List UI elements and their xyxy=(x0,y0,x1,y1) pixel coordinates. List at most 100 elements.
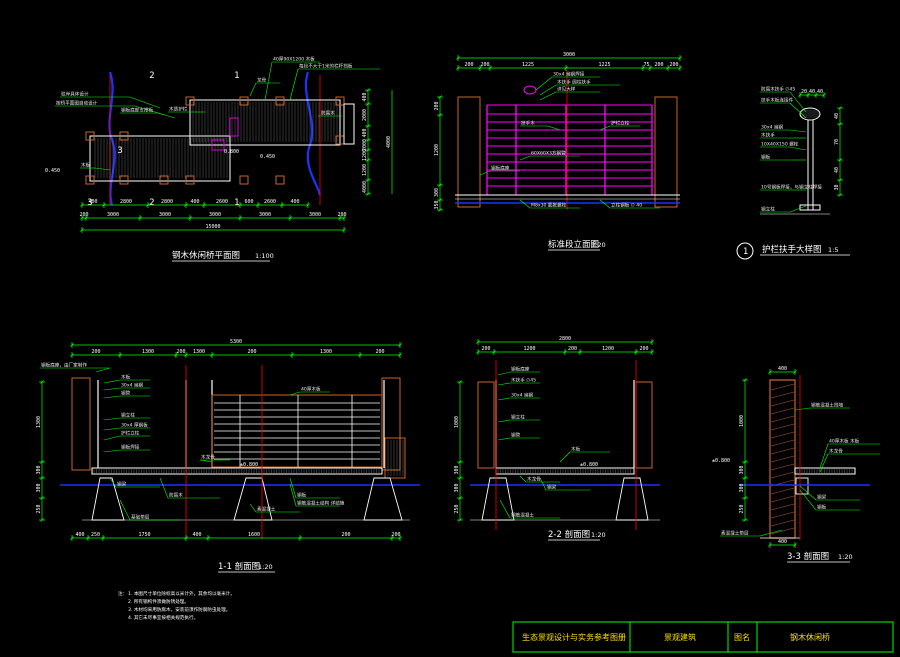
plan-level: 0.450 xyxy=(45,168,60,174)
detail-callout: 防腐木扶手 ∅45 xyxy=(761,86,795,93)
elev-top-dim-label: 200 xyxy=(654,62,663,68)
titleblock-category: 景观建筑 xyxy=(664,632,696,642)
s11-bottom-dim-label: 1600 xyxy=(248,532,260,538)
elevation-title: 标准段立面图 xyxy=(548,239,599,250)
elev-top-slash xyxy=(666,66,670,70)
s33-left-slash xyxy=(743,460,747,464)
s22-left-dim-label: 250 xyxy=(454,504,460,513)
s11-callout: 护栏立柱 xyxy=(121,430,140,437)
plan-pier xyxy=(275,96,285,106)
plan-mid-dim-label: 200 xyxy=(79,212,88,218)
s11-callout: 木板 xyxy=(121,374,131,381)
detail-callout-leader xyxy=(789,146,807,151)
s33-deck xyxy=(794,467,856,475)
section33-title: 3-3 剖面图 xyxy=(787,551,829,562)
s11-callout: 30x4 厚钢板 xyxy=(121,422,148,429)
plan-top-slash xyxy=(80,203,84,207)
s22-callout: 木板 xyxy=(571,446,581,453)
s33-wall-hatch xyxy=(770,423,795,431)
elev-top-dim-label: 200 xyxy=(669,62,678,68)
detail-marker-circle xyxy=(736,242,754,260)
section22-title: 2-2 剖面图 xyxy=(548,529,590,540)
plan-section-marker: 3 xyxy=(117,146,122,156)
s11-callout: 钢板 xyxy=(297,492,307,499)
s11-left-slash xyxy=(40,380,44,384)
s33-left-slash xyxy=(743,518,747,522)
detail-callout: 木扶手 xyxy=(761,132,775,139)
plan-mid-dim-label: 3000 xyxy=(209,212,221,218)
s33-wall-hatch xyxy=(770,415,795,423)
elev-top-dim-label: 200 xyxy=(464,62,473,68)
s33-callout-leader xyxy=(819,453,829,473)
s22-total-slash xyxy=(476,340,480,344)
s11-callout: 钢立柱 xyxy=(121,412,135,419)
s22-top-dim-label: 200 xyxy=(639,346,648,352)
s11-callout-leader xyxy=(249,503,257,513)
detail-right-slash xyxy=(838,158,842,162)
plan-top-slash xyxy=(238,203,242,207)
s11-callout-leader xyxy=(289,391,301,396)
elev-callout: M8x30 膨胀螺栓 xyxy=(531,202,567,209)
elev-total-slash xyxy=(678,56,682,60)
plan-level: 0.450 xyxy=(260,154,275,160)
detail-right-slash xyxy=(838,106,842,110)
s11-top-slash xyxy=(210,353,214,357)
detail-top-dim-label: 40 xyxy=(817,89,823,95)
plan-mid-dim-label: 3000 xyxy=(309,212,321,218)
plan-top-slash xyxy=(202,203,206,207)
plan-callout: 防腐木 xyxy=(321,110,335,117)
s22-callout-leader xyxy=(559,451,571,463)
s11-callout-leader xyxy=(103,427,121,431)
s22-left-dim-label: 1000 xyxy=(454,416,460,428)
s22-callout: 30x4 扁钢 xyxy=(511,392,534,399)
s11-bottom-dim-label: 200 xyxy=(391,532,400,538)
s11-callout-leader xyxy=(103,449,121,453)
elev-detail-bubble xyxy=(523,85,537,95)
plan-callout: 木板 xyxy=(81,162,91,169)
s11-top-slash xyxy=(398,353,402,357)
s11-callout-leader xyxy=(103,417,121,421)
s22-left-slash xyxy=(458,518,462,522)
elev-left-dim-label: 300 xyxy=(434,188,440,197)
detail-callout: 10号钢板焊接，与钢立柱焊接 xyxy=(761,184,822,191)
plan-mid-dim-label: 3000 xyxy=(107,212,119,218)
elev-total-dim-label: 3000 xyxy=(563,52,575,58)
plan-callout-leader xyxy=(289,68,299,101)
s11-deck xyxy=(91,467,383,475)
line-work xyxy=(39,55,880,573)
plan-right-slash xyxy=(366,192,370,196)
plan-mid-dim-label: 3000 xyxy=(159,212,171,218)
s11-right-box xyxy=(384,437,406,479)
s11-callout-leader xyxy=(109,477,117,488)
s22-top-slash xyxy=(492,350,496,354)
plan-callout-leader xyxy=(249,82,257,97)
plan-step-1 xyxy=(229,117,239,137)
detail-right-slash xyxy=(838,178,842,182)
s11-callout-leader xyxy=(103,435,121,441)
plan-callout-leader xyxy=(264,61,273,101)
s33-wall-hatch xyxy=(770,439,795,447)
s33-wall-hatch xyxy=(770,511,795,519)
detail-top-slash xyxy=(822,93,826,97)
detail-callout: 30x4 扁钢 xyxy=(761,124,784,131)
s33-callout: 钢梁 xyxy=(817,494,827,501)
s33-top-dim-label: 400 xyxy=(778,366,787,372)
elev-callout-leader xyxy=(539,91,557,101)
s11-bottom-slash xyxy=(398,536,402,540)
s22-top-slash xyxy=(578,350,582,354)
s11-callout-leader xyxy=(119,499,131,521)
s22-callout-leader xyxy=(499,499,511,519)
elev-top-slash xyxy=(648,66,652,70)
plan-level: 0.800 xyxy=(224,149,239,155)
section11-title: 1-1 剖面图 xyxy=(218,561,260,572)
plan-right-slash xyxy=(366,148,370,152)
s33-callout: 钢筋混凝土挡墙 xyxy=(811,402,844,409)
s11-abut-left xyxy=(71,377,91,471)
s11-left-slash xyxy=(40,496,44,500)
s11-callout-leader xyxy=(103,387,121,391)
river-bank-left xyxy=(108,71,116,206)
s33-beam xyxy=(795,477,809,495)
elev-left-slash xyxy=(438,113,442,117)
s33-wall-hatch xyxy=(770,471,795,479)
plan-top-slash xyxy=(280,203,284,207)
